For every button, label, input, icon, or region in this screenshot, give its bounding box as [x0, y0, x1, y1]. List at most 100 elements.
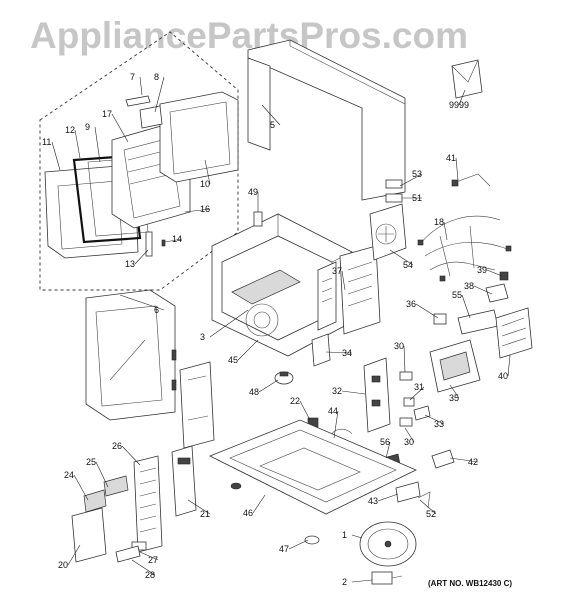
callout-leader-45 — [237, 339, 259, 361]
door-screen-part — [159, 91, 239, 183]
callout-leader-1 — [351, 534, 363, 539]
fan-motor-part — [369, 203, 407, 261]
callout-label-44: 44 — [328, 406, 338, 416]
callout-leader-48 — [258, 379, 279, 393]
keypad-21-part — [171, 445, 197, 517]
callout-leader-10 — [204, 159, 211, 185]
hv-capacitor-36-part — [433, 313, 447, 325]
callout-label-35: 35 — [449, 393, 459, 403]
callout-label-41: 41 — [446, 153, 456, 163]
door-assembly-group-outline — [39, 31, 239, 291]
stud-49-part — [253, 211, 263, 227]
callout-label-42: 42 — [468, 457, 478, 467]
turntable-motor-part — [371, 571, 403, 585]
callout-leader-5 — [261, 104, 281, 126]
callout-label-56: 56 — [380, 437, 390, 447]
base-plate-part — [209, 419, 417, 515]
callout-leader-33 — [424, 414, 445, 425]
callout-label-43: 43 — [368, 496, 378, 506]
callout-label-16: 16 — [200, 204, 210, 214]
callout-leader-25 — [95, 461, 109, 488]
callout-label-3: 3 — [200, 332, 205, 342]
callout-label-13: 13 — [125, 259, 135, 269]
clip-42-part — [431, 449, 455, 469]
callout-label-39: 39 — [477, 265, 487, 275]
bracket-38-part — [485, 283, 509, 303]
callout-leader-17 — [111, 113, 129, 143]
transformer-part — [495, 307, 533, 359]
callout-leader-12 — [74, 129, 81, 159]
callout-label-18: 18 — [434, 217, 444, 227]
callout-label-48: 48 — [249, 387, 259, 397]
callout-leader-46 — [252, 494, 266, 514]
callout-leader-22 — [299, 400, 311, 421]
callout-leader-14 — [164, 238, 183, 243]
interlock-bracket-part — [363, 357, 391, 433]
callout-leader-37 — [341, 270, 346, 291]
callout-label-26: 26 — [112, 441, 122, 451]
callout-label-22: 22 — [290, 396, 300, 406]
callout-label-32: 32 — [332, 386, 342, 396]
callout-leader-34 — [325, 351, 353, 354]
callout-label-30: 30 — [394, 341, 404, 351]
callout-label-47: 47 — [279, 544, 289, 554]
relay-39-part — [499, 271, 509, 281]
callout-leader-7 — [139, 76, 143, 96]
callout-label-12: 12 — [65, 125, 75, 135]
callout-label-54: 54 — [403, 260, 413, 270]
callout-label-24: 24 — [64, 470, 74, 480]
callout-label-14: 14 — [172, 234, 182, 244]
callout-label-38: 38 — [464, 281, 474, 291]
callout-leader-30 — [404, 427, 415, 443]
callout-leader-36 — [415, 303, 439, 319]
art-number-label: (ART NO. WB12430 C) — [428, 579, 512, 588]
switch-30-upper-part — [399, 371, 413, 381]
control-panel-cover-part — [179, 361, 215, 449]
callout-label-45: 45 — [228, 355, 238, 365]
callout-label-28: 28 — [145, 570, 155, 580]
outer-door-part — [85, 289, 177, 421]
callout-label-2: 2 — [342, 577, 347, 587]
callout-label-30: 30 — [404, 437, 414, 447]
wire-52-part — [417, 491, 431, 509]
callout-leader-42 — [449, 457, 479, 463]
callout-label-7: 7 — [130, 72, 135, 82]
wire-harness-part — [417, 215, 512, 282]
callout-label-55: 55 — [452, 290, 462, 300]
callout-label-53: 53 — [412, 169, 422, 179]
callout-label-5: 5 — [270, 120, 275, 130]
callout-label-46: 46 — [243, 508, 253, 518]
callout-leader-9 — [94, 126, 101, 163]
label-25-part — [103, 475, 129, 497]
callout-leader-39 — [486, 269, 503, 277]
control-board-26-part — [133, 455, 163, 553]
callout-leader-26 — [121, 445, 141, 466]
callout-leader-31 — [409, 386, 425, 401]
callout-leader-8 — [154, 76, 165, 113]
switch-30-lower-part — [399, 417, 413, 427]
callout-label-40: 40 — [498, 371, 508, 381]
callout-leader-54 — [389, 249, 414, 266]
callout-label-8: 8 — [154, 72, 159, 82]
callout-leader-47 — [288, 539, 309, 550]
bracket-34-part — [311, 333, 331, 367]
callout-label-10: 10 — [200, 179, 210, 189]
door-latch-part — [125, 95, 163, 129]
callout-label-1: 1 — [342, 530, 347, 540]
callout-label-31: 31 — [414, 382, 424, 392]
callout-label-52: 52 — [426, 509, 436, 519]
callout-leader-24 — [73, 474, 89, 501]
callout-leader-40 — [507, 354, 511, 377]
callout-leader-56 — [385, 441, 391, 459]
cavity-side-bracket-part — [317, 261, 337, 331]
callout-leader-44 — [333, 410, 339, 439]
callout-leader-30 — [403, 345, 406, 373]
callout-label-25: 25 — [86, 457, 96, 467]
callout-leader-3 — [209, 309, 249, 338]
callout-leader-32 — [341, 390, 366, 395]
magnetron-part — [429, 339, 481, 393]
rear-back-panel-part — [339, 245, 381, 335]
